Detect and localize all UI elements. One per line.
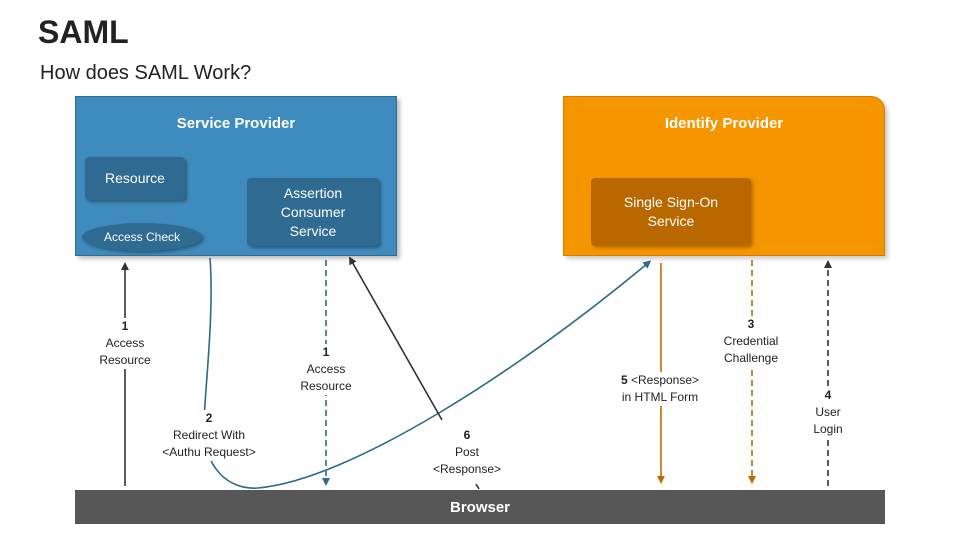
identity-provider-title: Identify Provider bbox=[664, 115, 784, 132]
arrow-step-6-tail bbox=[475, 483, 480, 490]
assertion-line-1: Assertion bbox=[283, 184, 343, 201]
step-3-label: 3 Credential Challenge bbox=[723, 316, 779, 367]
resource-box: Resource bbox=[85, 157, 185, 200]
arrow-step-2-redirect bbox=[203, 257, 652, 489]
assertion-consumer-service-box: Assertion Consumer Service bbox=[247, 178, 379, 246]
step-4-label: 4 User Login bbox=[813, 387, 843, 438]
identity-provider-box: Identify Provider Single Sign-On Service bbox=[563, 96, 885, 256]
assertion-line-3: Service bbox=[289, 222, 337, 239]
sso-line-2: Service bbox=[647, 213, 695, 229]
step-1a-label: 1 Access Resource bbox=[99, 318, 151, 369]
step-1b-label: 1 Access Resource bbox=[300, 344, 352, 395]
browser-bar: Browser bbox=[75, 490, 885, 524]
single-sign-on-service-box: Single Sign-On Service bbox=[591, 178, 751, 246]
arrow-step-6-post bbox=[349, 256, 443, 421]
page-subtitle: How does SAML Work? bbox=[40, 62, 252, 84]
page-title: SAML bbox=[38, 14, 129, 50]
step-2-label: 2 Redirect With <Authu Request> bbox=[162, 410, 256, 461]
step-6-label: 6 Post <Response> bbox=[432, 427, 502, 478]
access-check-ellipse: Access Check bbox=[82, 223, 202, 251]
assertion-line-2: Consumer bbox=[280, 203, 346, 220]
sso-line-1: Single Sign-On bbox=[623, 194, 719, 210]
service-provider-box: Service Provider Resource Assertion Cons… bbox=[75, 96, 397, 256]
service-provider-title: Service Provider bbox=[176, 115, 296, 132]
step-5-label: 5 <Response> in HTML Form bbox=[620, 372, 700, 406]
